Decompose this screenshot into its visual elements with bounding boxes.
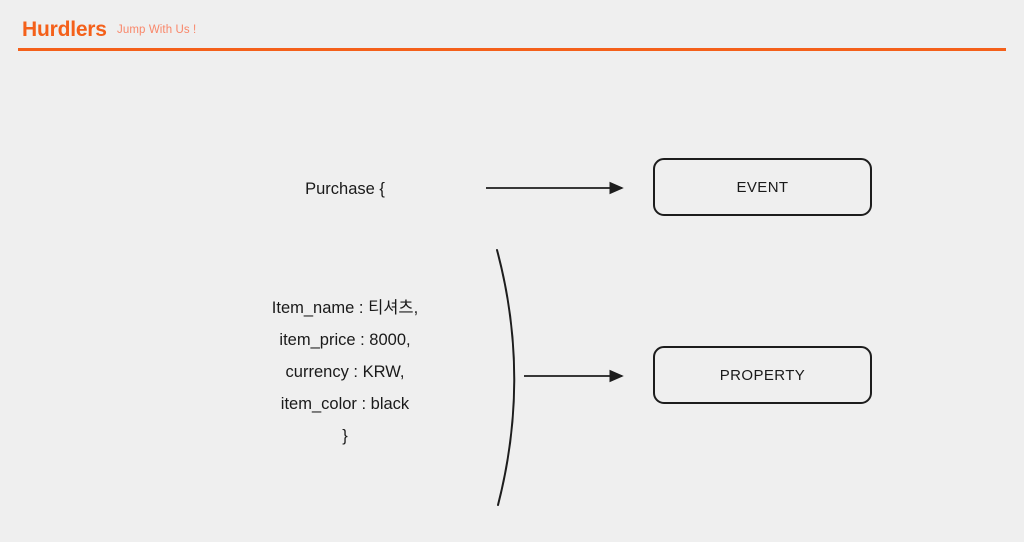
brand-logo: Hurdlers (22, 18, 107, 41)
property-brace-arc (496, 249, 516, 506)
connector-layer (486, 181, 624, 506)
property-node-box[interactable]: PROPERTY (653, 346, 872, 404)
slide-header: Hurdlers Jump With Us ! (0, 0, 1024, 55)
brand-tagline: Jump With Us ! (117, 24, 197, 36)
property-code-line: item_price : 8000, (279, 331, 411, 349)
slide-canvas: Purchase { Item_name : 티셔츠, item_price :… (0, 55, 1024, 542)
property-code-line: item_color : black (280, 395, 410, 413)
event-node-box[interactable]: EVENT (653, 158, 872, 216)
event-code-text: Purchase { (305, 180, 385, 198)
property-node-label: PROPERTY (719, 366, 806, 384)
property-code-line: currency : KRW, (285, 363, 405, 381)
property-code-line: } (342, 427, 348, 445)
header-divider (18, 48, 1006, 51)
property-code-block: Item_name : 티셔츠, item_price : 8000, curr… (195, 300, 495, 445)
property-code-line: Item_name : 티셔츠, (271, 299, 419, 317)
event-node-label: EVENT (736, 178, 789, 196)
